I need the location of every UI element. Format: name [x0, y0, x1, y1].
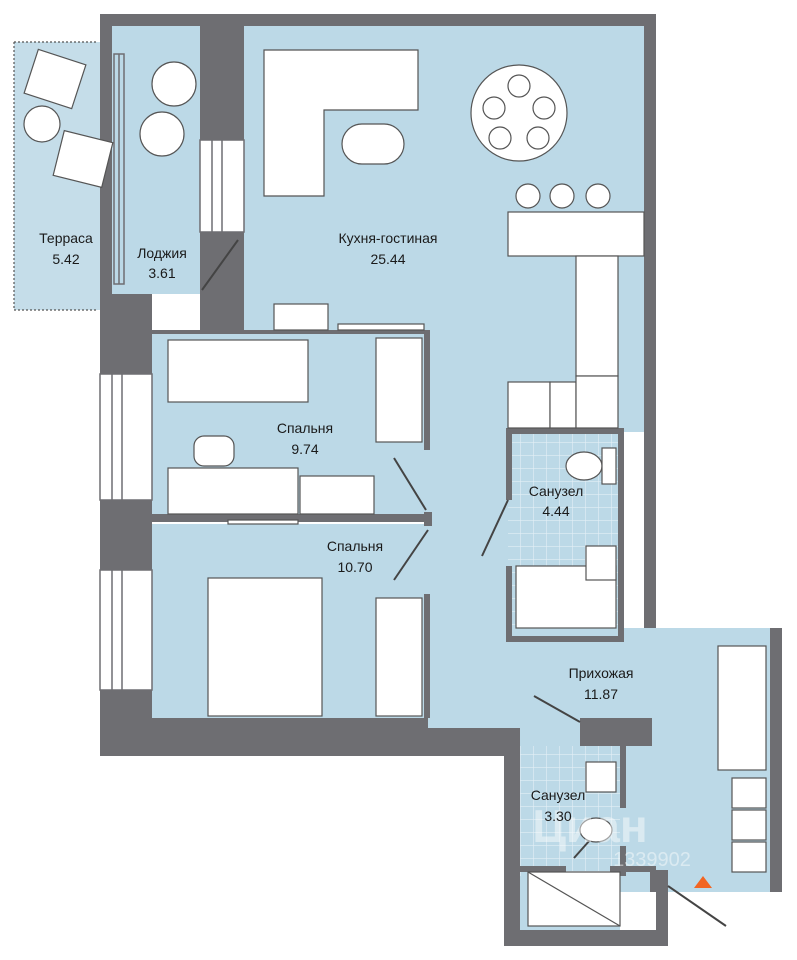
- kitchen-living-name: Кухня-гостиная: [338, 230, 437, 246]
- bathroom-main-name: Санузел: [529, 483, 584, 499]
- bathroom-small-name: Санузел: [531, 787, 586, 803]
- kitchen-living-area: 25.44: [370, 251, 405, 267]
- bedroom-small-area: 9.74: [291, 441, 318, 457]
- windows: [99, 53, 245, 691]
- watermark: Циан 1339902: [532, 800, 691, 871]
- terrace-area: 5.42: [52, 251, 79, 267]
- room-labels: Терраса 5.42 Лоджия 3.61 Кухня-гостиная …: [39, 230, 633, 824]
- loggia-name: Лоджия: [137, 245, 187, 261]
- interior-walls: [152, 330, 668, 892]
- terrace-name: Терраса: [39, 230, 93, 246]
- watermark-text: Циан: [532, 800, 647, 852]
- loggia-area: 3.61: [148, 265, 175, 281]
- hallway-name: Прихожая: [569, 665, 634, 681]
- entrance-triangle-icon: [694, 876, 712, 888]
- hallway-area: 11.87: [584, 686, 618, 702]
- bathroom-main-area: 4.44: [542, 503, 569, 519]
- outer-walls: [100, 14, 782, 946]
- bathroom-small-area: 3.30: [544, 808, 571, 824]
- bedroom-small-name: Спальня: [277, 420, 333, 436]
- bedroom-large-name: Спальня: [327, 538, 383, 554]
- bedroom-large-area: 10.70: [337, 559, 372, 575]
- furniture: [23, 48, 767, 927]
- watermark-id: 1339902: [613, 849, 691, 871]
